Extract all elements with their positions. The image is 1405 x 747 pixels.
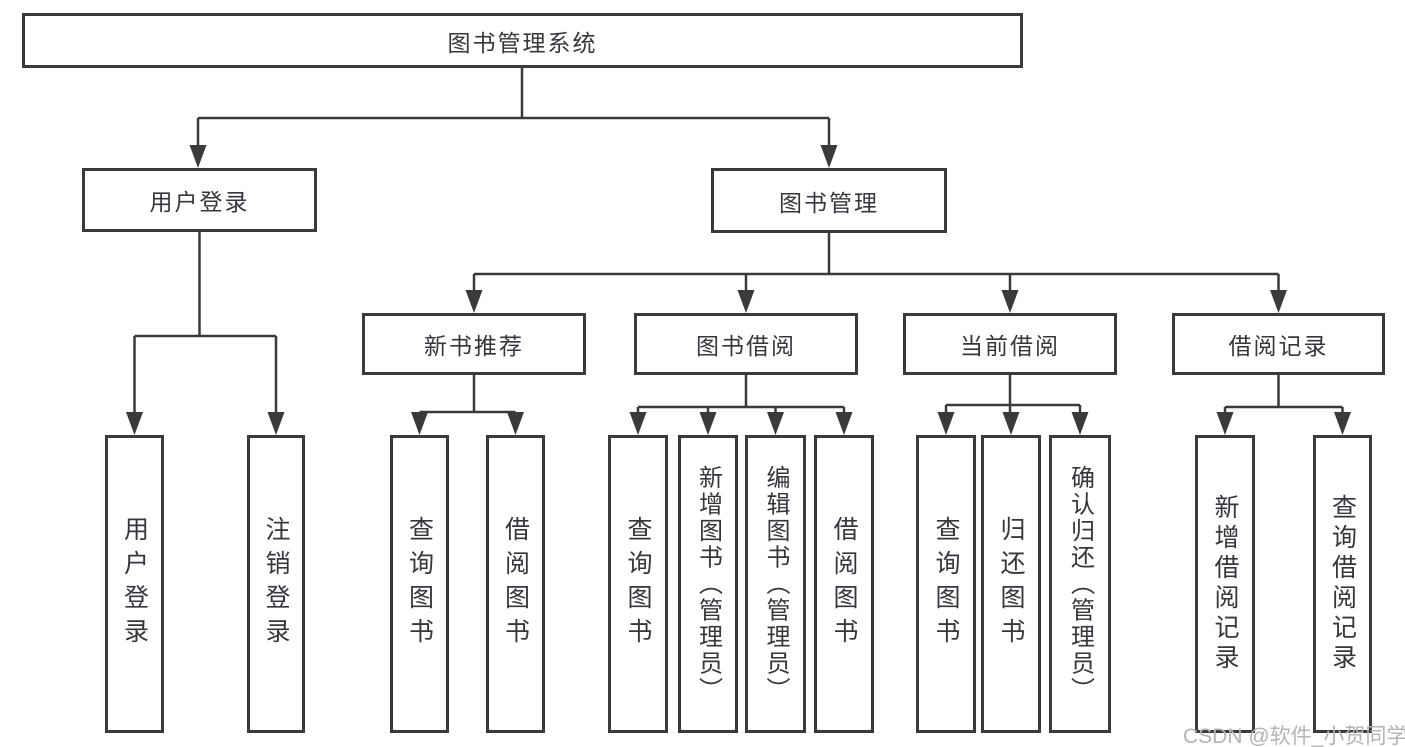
arrow-down-icon xyxy=(411,412,428,435)
arrow-down-icon xyxy=(507,412,524,435)
node-label: 确认归还（管理员） xyxy=(1066,464,1094,704)
node-label: 查询借阅记录 xyxy=(1328,494,1357,674)
arrow-down-icon xyxy=(699,412,717,435)
leaf-borrow-books-2: 借阅图书 xyxy=(814,435,874,733)
node-label: 用户登录 xyxy=(120,516,149,652)
node-label: 查询图书 xyxy=(405,516,434,652)
leaf-borrow-books-1: 借阅图书 xyxy=(486,435,545,733)
arrow-down-icon xyxy=(1071,412,1089,435)
node-label: 当前借阅 xyxy=(960,333,1060,359)
node-label: 新增借阅记录 xyxy=(1211,494,1239,674)
leaf-edit-book-admin: 编辑图书（管理员） xyxy=(745,435,806,733)
leaf-query-books-2: 查询图书 xyxy=(608,435,668,733)
node-label: 图书管理 xyxy=(779,189,879,216)
arrow-down-icon xyxy=(1002,412,1020,435)
node-book-borrowing: 图书借阅 xyxy=(634,313,858,375)
arrowhead-icons xyxy=(126,145,1351,435)
arrow-down-icon xyxy=(937,412,955,435)
leaf-query-books-3: 查询图书 xyxy=(916,435,976,733)
arrow-down-icon xyxy=(820,145,838,168)
arrow-down-icon xyxy=(189,145,207,168)
leaf-return-book: 归还图书 xyxy=(981,435,1041,733)
arrow-down-icon xyxy=(267,412,285,435)
node-label: 借阅图书 xyxy=(830,516,858,652)
arrow-down-icon xyxy=(835,412,853,435)
leaf-add-book-admin: 新增图书（管理员） xyxy=(678,435,738,733)
node-current-borrowing: 当前借阅 xyxy=(903,313,1117,375)
leaf-query-books-1: 查询图书 xyxy=(390,435,449,733)
arrow-down-icon xyxy=(1216,412,1234,435)
node-label: 借阅记录 xyxy=(1228,333,1329,359)
arrow-down-icon xyxy=(767,412,784,435)
node-label: 新书推荐 xyxy=(424,333,524,359)
leaf-query-borrow-record: 查询借阅记录 xyxy=(1313,435,1372,733)
node-user-login: 用户登录 xyxy=(82,168,317,232)
node-label: 图书借阅 xyxy=(696,333,796,359)
node-label: 注销登录 xyxy=(262,516,290,652)
arrow-down-icon xyxy=(629,412,647,435)
node-root-system: 图书管理系统 xyxy=(22,13,1023,68)
arrow-down-icon xyxy=(465,290,483,313)
node-label: 查询图书 xyxy=(932,516,960,652)
watermark: CSDN @软件_小贺同学 xyxy=(1183,725,1405,747)
leaf-confirm-return-admin: 确认归还（管理员） xyxy=(1049,435,1111,733)
arrow-down-icon xyxy=(737,290,755,313)
arrow-down-icon xyxy=(126,412,143,435)
node-label: 图书管理系统 xyxy=(447,29,598,56)
node-borrowing-records: 借阅记录 xyxy=(1172,313,1385,375)
leaf-logout: 注销登录 xyxy=(247,435,305,733)
node-label: 查询图书 xyxy=(624,516,652,652)
node-label: 用户登录 xyxy=(149,189,250,215)
leaf-add-borrow-record: 新增借阅记录 xyxy=(1195,435,1255,733)
leaf-user-login: 用户登录 xyxy=(105,435,164,733)
arrow-down-icon xyxy=(1270,290,1287,313)
node-new-book-recommendation: 新书推荐 xyxy=(362,313,586,375)
node-label: 编辑图书（管理员） xyxy=(762,464,789,704)
node-label: 借阅图书 xyxy=(501,516,530,652)
arrow-down-icon xyxy=(1334,412,1351,435)
node-label: 归还图书 xyxy=(997,516,1025,652)
node-label: 新增图书（管理员） xyxy=(694,464,722,704)
arrow-down-icon xyxy=(1001,290,1019,313)
node-book-management: 图书管理 xyxy=(711,168,947,233)
